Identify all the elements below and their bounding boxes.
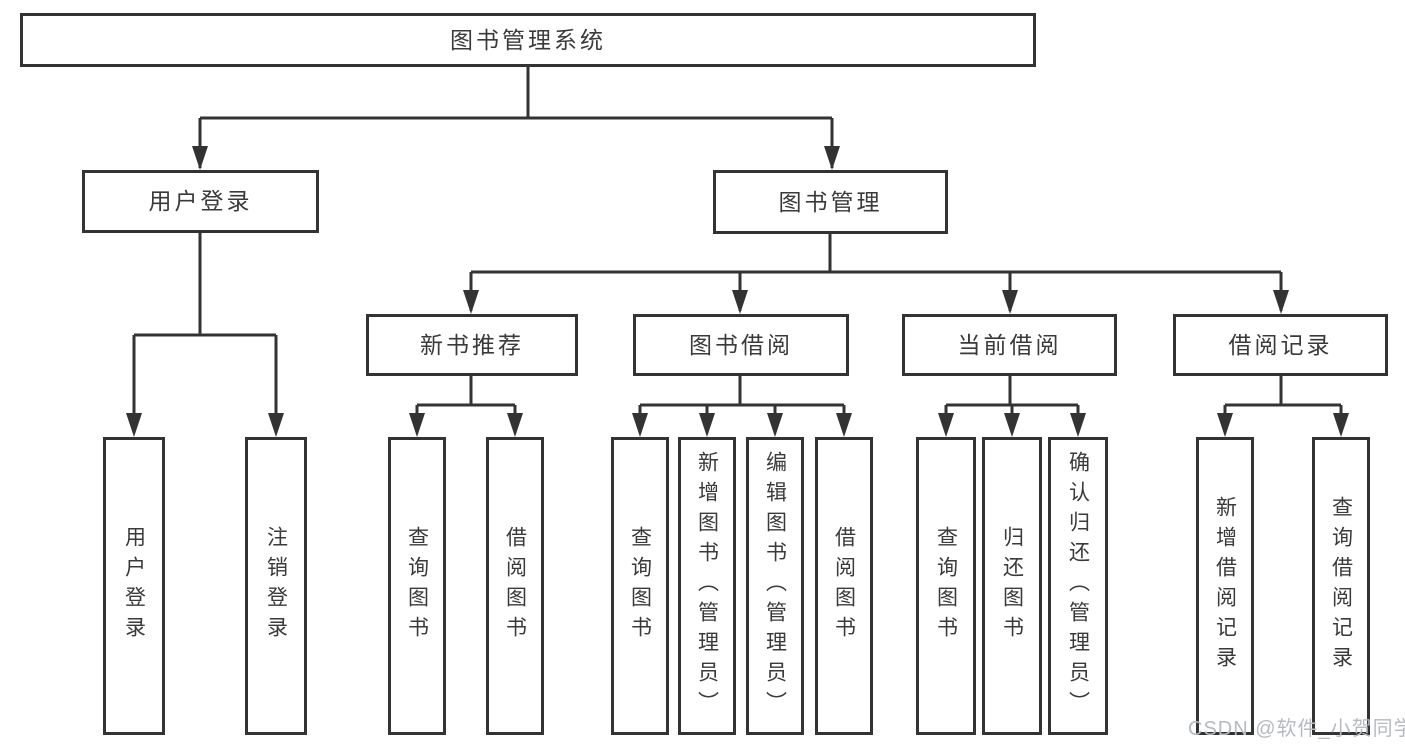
leaf-add-borrow-record: 新增借阅记录	[1196, 437, 1254, 735]
node-current-borrowing: 当前借阅	[902, 314, 1117, 376]
leaf-confirm-return-admin: 确认归还（管理员）	[1048, 437, 1108, 735]
leaf-query-books-current: 查询图书	[916, 437, 976, 735]
leaf-borrow-books-borrowing: 借阅图书	[815, 437, 873, 735]
csdn-watermark: CSDN @软件_小贺同学	[1188, 718, 1405, 740]
node-new-book-recommendation: 新书推荐	[366, 314, 578, 376]
node-book-management: 图书管理	[713, 170, 948, 234]
leaf-borrow-books-recommend: 借阅图书	[486, 437, 544, 735]
leaf-query-borrow-record: 查询借阅记录	[1312, 437, 1370, 735]
leaf-return-books: 归还图书	[982, 437, 1042, 735]
leaf-query-books-borrowing: 查询图书	[611, 437, 669, 735]
leaf-add-books-admin: 新增图书（管理员）	[678, 437, 736, 735]
node-borrowing-records: 借阅记录	[1173, 314, 1388, 376]
leaf-query-books-recommend: 查询图书	[388, 437, 446, 735]
leaf-edit-books-admin: 编辑图书（管理员）	[746, 437, 804, 735]
node-library-management-system: 图书管理系统	[20, 13, 1036, 67]
leaf-logout: 注销登录	[245, 437, 307, 735]
node-user-login: 用户登录	[82, 170, 319, 233]
leaf-user-login: 用户登录	[103, 437, 165, 735]
node-book-borrowing: 图书借阅	[633, 314, 849, 376]
